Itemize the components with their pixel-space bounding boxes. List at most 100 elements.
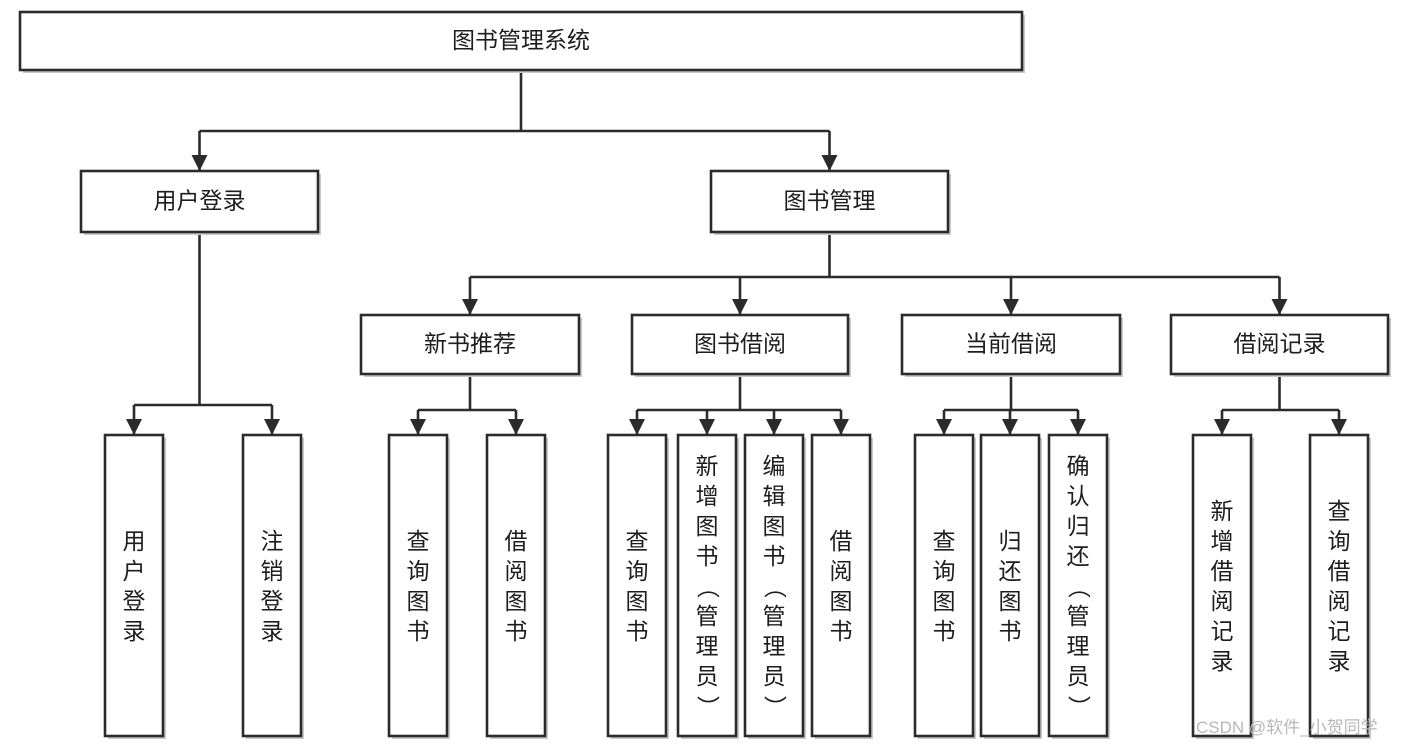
node-label: 用户登录 (154, 188, 246, 214)
node-label: 图书管理系统 (452, 27, 590, 53)
node-label-char: 用 (123, 528, 146, 554)
node-label-char: 查 (1328, 498, 1351, 524)
node-label-char: 归 (999, 528, 1022, 554)
node-user-login-do[interactable]: 用户登录 (103, 433, 166, 739)
connector-lines-group (126, 70, 1347, 435)
arrow-head-icon (462, 299, 478, 315)
node-label-char: 管 (763, 603, 786, 629)
node-label-char: 还 (999, 558, 1022, 584)
node-boxes-group: 图书管理系统用户登录用户登录注销登录图书管理新书推荐查询图书借阅图书图书借阅查询… (18, 10, 1391, 739)
node-label-char: 管 (696, 603, 719, 629)
node-label-char: 查 (407, 528, 430, 554)
node-label-char: 书 (763, 543, 786, 569)
node-label-char: （ (695, 575, 721, 598)
node-label-char: 书 (696, 543, 719, 569)
node-label-char: 录 (261, 618, 284, 644)
connector-group-user-login (126, 232, 280, 435)
node-label-char: 图 (763, 513, 786, 539)
node-label-char: 辑 (763, 483, 786, 509)
node-label-char: 书 (830, 618, 853, 644)
node-label-char: 图 (830, 588, 853, 614)
node-label-char: 书 (999, 618, 1022, 644)
node-label-char: 借 (505, 528, 528, 554)
connector-group-borrow-record (1214, 374, 1347, 435)
arrow-head-icon (1271, 299, 1288, 315)
arrow-head-icon (833, 419, 849, 435)
node-label-char: （ (762, 575, 788, 598)
node-label-char: 登 (261, 588, 284, 614)
node-label-char: 还 (1067, 543, 1090, 569)
node-label-char: 录 (1211, 648, 1234, 674)
node-label-char: 员 (696, 663, 719, 689)
node-label-char: 借 (1211, 558, 1234, 584)
arrow-head-icon (410, 419, 426, 435)
node-book-borrow[interactable]: 图书借阅 (630, 313, 851, 377)
node-label-char: 借 (830, 528, 853, 554)
node-label-char: 理 (763, 633, 786, 659)
node-label-char: 员 (763, 663, 786, 689)
node-label-char: 员 (1067, 663, 1090, 689)
node-borrow-record[interactable]: 借阅记录 (1169, 313, 1391, 377)
node-label-char: 图 (933, 588, 956, 614)
node-label-char: 录 (123, 618, 146, 644)
node-user-login[interactable]: 用户登录 (79, 169, 321, 235)
arrow-head-icon (936, 419, 952, 435)
node-label-char: ） (762, 695, 788, 718)
arrow-head-icon (1331, 419, 1347, 435)
arrow-head-icon (766, 419, 782, 435)
node-label-char: （ (1066, 575, 1092, 598)
node-label-char: 书 (407, 618, 430, 644)
node-label-char: 管 (1067, 603, 1090, 629)
node-new-book-recommend[interactable]: 新书推荐 (359, 313, 582, 377)
node-label-char: 书 (626, 618, 649, 644)
arrow-head-icon (1214, 419, 1230, 435)
node-book-management[interactable]: 图书管理 (709, 169, 951, 235)
node-label-char: 户 (123, 558, 146, 584)
arrow-head-icon (508, 419, 524, 435)
node-label-char: 归 (1067, 513, 1090, 539)
node-label-char: 借 (1328, 558, 1351, 584)
node-label: 借阅记录 (1234, 331, 1326, 357)
arrow-head-icon (1003, 299, 1019, 315)
node-label-char: 查 (626, 528, 649, 554)
node-label: 新书推荐 (424, 331, 516, 357)
node-label-char: 图 (626, 588, 649, 614)
connector-group-current-borrow (936, 374, 1086, 435)
node-label-char: 图 (407, 588, 430, 614)
node-label-char: 询 (1328, 528, 1351, 554)
node-label-char: 图 (999, 588, 1022, 614)
node-label-char: 确 (1067, 453, 1090, 479)
node-label-char: 询 (933, 558, 956, 584)
node-label-char: ） (695, 695, 721, 718)
node-label-char: 询 (626, 558, 649, 584)
arrow-head-icon (821, 155, 838, 171)
arrow-head-icon (699, 419, 715, 435)
node-root[interactable]: 图书管理系统 (18, 10, 1025, 73)
node-label-char: 新 (696, 453, 719, 479)
node-label-char: 阅 (830, 558, 853, 584)
node-label-char: 书 (505, 618, 528, 644)
node-label-char: 理 (696, 633, 719, 659)
node-current-borrow[interactable]: 当前借阅 (900, 313, 1123, 377)
node-label-char: 认 (1067, 483, 1090, 509)
node-label-char: 记 (1211, 618, 1234, 644)
arrow-head-icon (629, 419, 645, 435)
node-label-char: 增 (1211, 528, 1234, 554)
node-label-char: ） (1066, 695, 1092, 718)
connector-group-new-book-recommend (410, 374, 524, 435)
arrow-head-icon (191, 155, 208, 171)
node-label: 当前借阅 (965, 331, 1057, 357)
node-label-char: 登 (123, 588, 146, 614)
